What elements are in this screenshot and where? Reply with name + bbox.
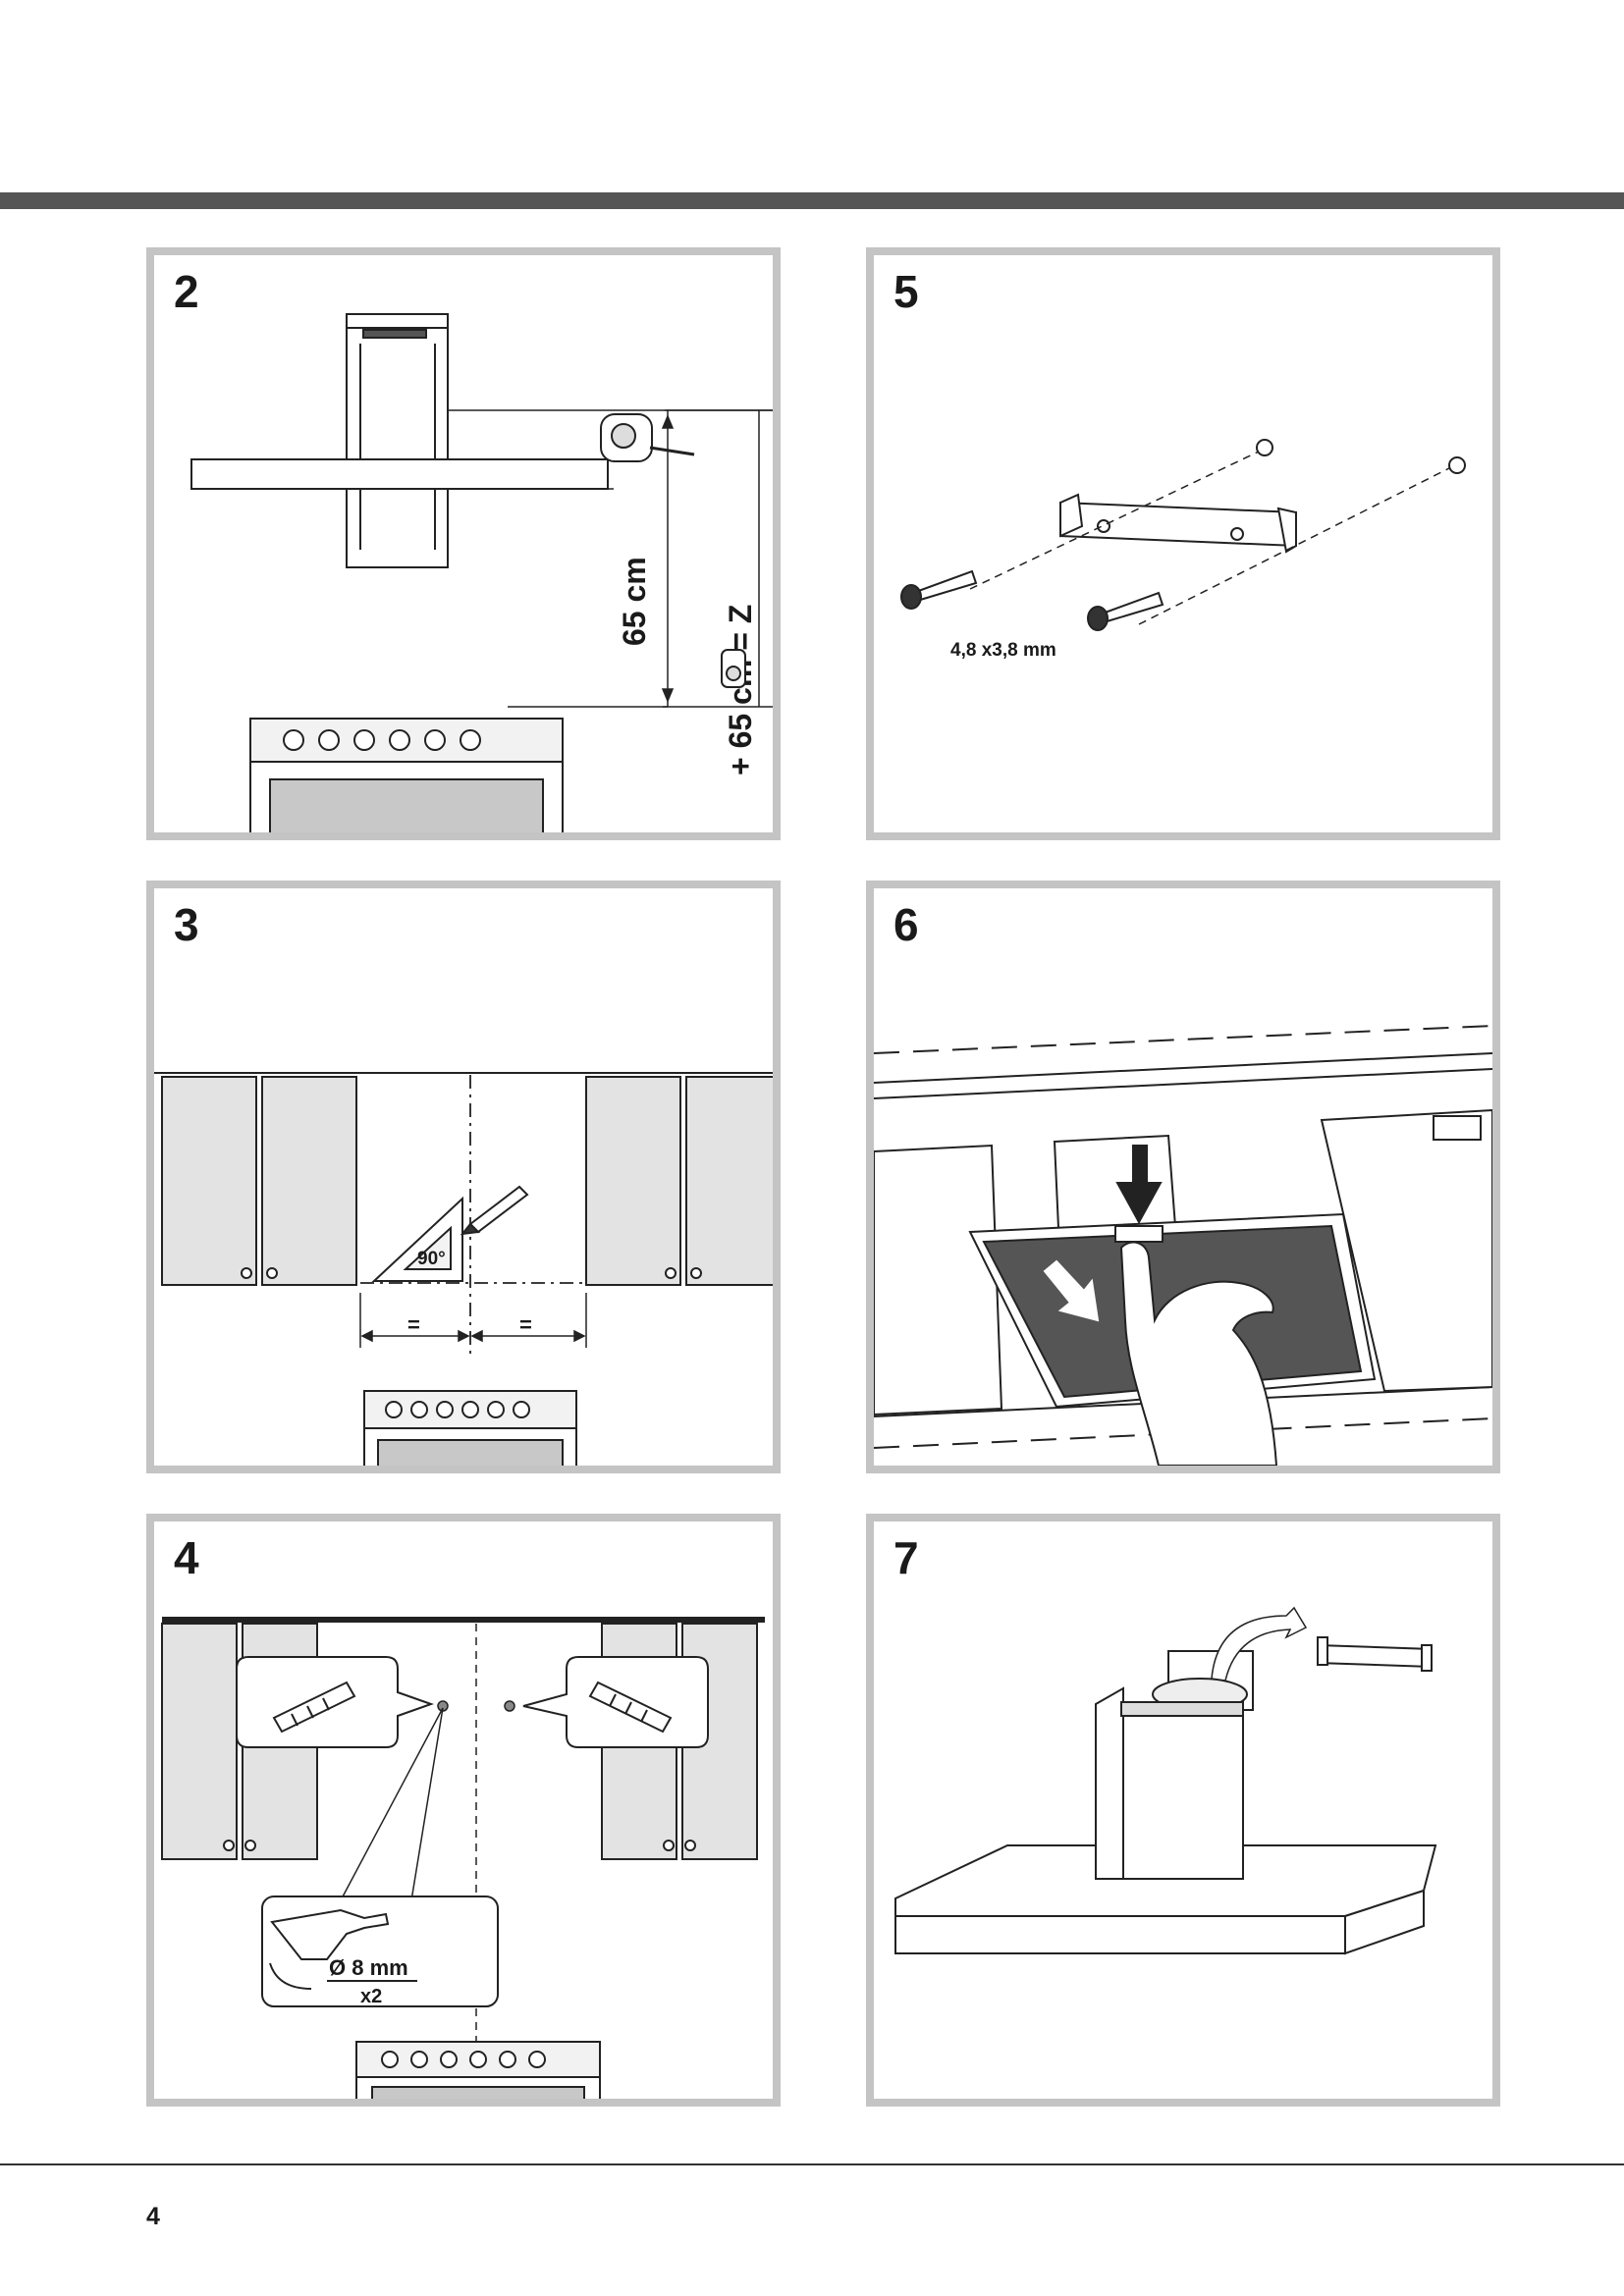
set-square-icon: [371, 1196, 463, 1282]
angle-label: 90°: [417, 1249, 446, 1269]
panel-step-5: 5 4,8 x3,8 mm: [866, 247, 1500, 840]
hood-chimney: [1095, 1650, 1254, 1880]
arrow-down-icon: [1115, 1145, 1163, 1225]
screw-size-label: 4,8 x3,8 mm: [950, 640, 1056, 661]
cooker: [363, 1390, 577, 1466]
bracket-screws-illustration: 4,8 x3,8 mm: [900, 439, 1466, 661]
filter-removal-illustration: [874, 1025, 1492, 1466]
step-number: 3: [174, 899, 199, 950]
dimension-lines: [448, 409, 773, 708]
cooker: [249, 718, 564, 832]
panel-step-3: 3 90°: [146, 881, 781, 1473]
screw-icon: [1087, 591, 1164, 631]
panel-step-4: 4: [146, 1514, 781, 2107]
center-marking-illustration: 90° = =: [154, 1072, 773, 1466]
wall-hole: [1256, 439, 1273, 456]
hood-chimney: [346, 313, 449, 568]
drill-count-label: x2: [360, 1986, 382, 2007]
hand: [1119, 1241, 1278, 1466]
center-lines: [360, 1075, 586, 1360]
drill-diameter-label: Ø 8 mm: [329, 1955, 408, 1980]
panel-step-7: 7: [866, 1514, 1500, 2107]
arrow-down-icon: [1043, 1259, 1100, 1322]
wall-plug-icon: [588, 1681, 673, 1734]
equal-left-label: =: [407, 1312, 420, 1337]
tape-measure-icon: [600, 413, 746, 688]
step-number: 4: [174, 1532, 199, 1583]
hood-canopy: [894, 1844, 1437, 1955]
hood-canopy: [190, 458, 609, 490]
equal-dimension: [359, 1293, 587, 1348]
drill-point: [504, 1700, 515, 1712]
drilling-illustration: Ø 8 mm x2: [161, 1617, 765, 2099]
panel-step-6: 6: [866, 881, 1500, 1473]
dimension-z-label: + 65 cm = Z: [723, 605, 758, 775]
bracket-arrow: [1211, 1606, 1308, 1682]
equal-right-label: =: [519, 1312, 532, 1337]
top-rule: [0, 192, 1624, 209]
wall-hole: [1448, 456, 1466, 474]
drill-guide-lines: [969, 451, 1452, 625]
panel-step-2: 2 65 cm + 65 cm = Z: [146, 247, 781, 840]
bottom-rule: [0, 2163, 1624, 2165]
step-number: 2: [174, 266, 199, 317]
dimension-65-label: 65 cm: [617, 557, 652, 646]
drill-icon: [269, 1908, 390, 1990]
mounting-bracket: [1317, 1636, 1433, 1672]
hood-height-illustration: 65 cm + 65 cm = Z: [190, 313, 773, 832]
step-number: 5: [893, 266, 919, 317]
screw-icon: [900, 569, 978, 610]
step-number: 6: [893, 899, 919, 950]
mounting-bracket: [1059, 493, 1297, 554]
cooker: [355, 2041, 601, 2099]
hood-install-illustration: [894, 1606, 1437, 1955]
wall-plug-icon: [272, 1681, 356, 1734]
pencil-icon: [460, 1185, 529, 1236]
wall-cabinets: [161, 1076, 773, 1286]
page-number: 4: [146, 2203, 160, 2230]
step-number: 7: [893, 1532, 919, 1583]
